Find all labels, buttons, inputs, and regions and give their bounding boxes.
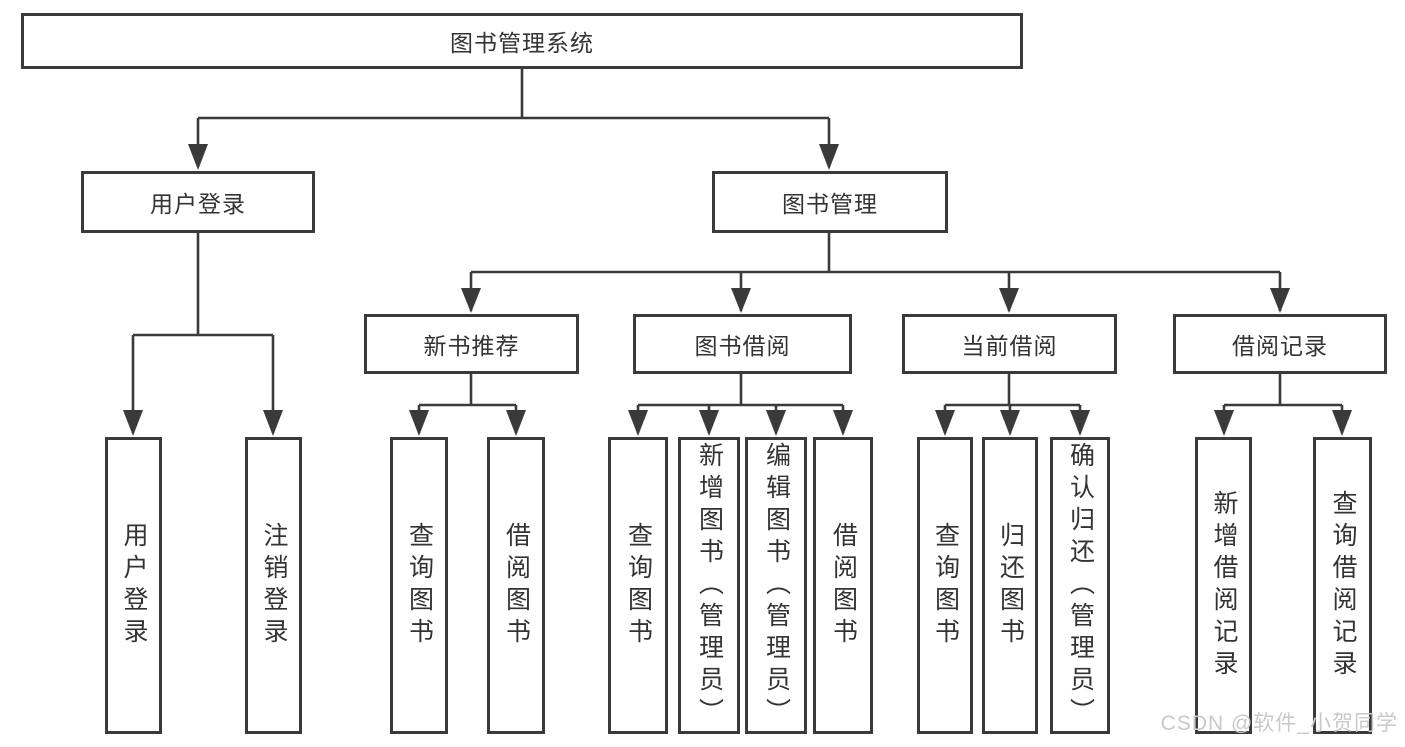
- node-label: 新增图书（管理员）: [695, 441, 724, 730]
- csdn-watermark: CSDN @软件_小贺同学: [1160, 712, 1398, 735]
- node-label: 新增借阅记录: [1210, 489, 1238, 682]
- leaf-query-books-borrowing: 查询图书: [608, 437, 668, 734]
- node-label: 查询图书: [931, 521, 960, 650]
- node-book-borrowing: 图书借阅: [633, 314, 852, 374]
- node-label: 图书借阅: [694, 333, 791, 359]
- leaf-borrow-books-borrowing: 借阅图书: [813, 437, 873, 734]
- node-label: 编辑图书（管理员）: [762, 441, 791, 730]
- leaf-borrow-books-recommend: 借阅图书: [487, 437, 545, 734]
- node-label: 图书管理系统: [450, 30, 594, 56]
- node-label: 归还图书: [996, 521, 1025, 650]
- leaf-return-books: 归还图书: [982, 437, 1038, 734]
- leaf-logout-login: 注销登录: [245, 437, 302, 734]
- node-label: 用户登录: [120, 521, 148, 650]
- node-label: 借阅记录: [1232, 333, 1328, 359]
- leaf-user-login: 用户登录: [105, 437, 162, 734]
- node-label: 当前借阅: [961, 333, 1058, 359]
- node-label: 借阅图书: [829, 521, 858, 650]
- node-book-management: 图书管理: [712, 171, 948, 233]
- leaf-edit-books-admin: 编辑图书（管理员）: [745, 437, 807, 734]
- leaf-add-books-admin: 新增图书（管理员）: [678, 437, 740, 734]
- leaf-confirm-return-admin: 确认归还（管理员）: [1050, 437, 1110, 734]
- node-user-login-group: 用户登录: [81, 171, 315, 233]
- leaf-query-books-current: 查询图书: [917, 437, 973, 734]
- node-library-management-system: 图书管理系统: [21, 13, 1023, 69]
- node-label: 图书管理: [782, 191, 878, 217]
- leaf-query-books-recommend: 查询图书: [390, 437, 448, 734]
- node-label: 查询图书: [624, 521, 653, 650]
- node-label: 新书推荐: [423, 333, 520, 359]
- node-borrowing-records: 借阅记录: [1173, 314, 1387, 374]
- node-label: 确认归还（管理员）: [1066, 441, 1095, 730]
- leaf-add-borrow-record: 新增借阅记录: [1195, 437, 1252, 734]
- node-label: 查询借阅记录: [1329, 489, 1357, 682]
- node-label: 借阅图书: [502, 521, 531, 650]
- node-label: 注销登录: [260, 521, 288, 650]
- node-current-borrowing: 当前借阅: [902, 314, 1117, 374]
- node-new-book-recommend: 新书推荐: [364, 314, 579, 374]
- leaf-query-borrow-record: 查询借阅记录: [1313, 437, 1372, 734]
- node-label: 用户登录: [150, 191, 246, 217]
- node-label: 查询图书: [405, 521, 434, 650]
